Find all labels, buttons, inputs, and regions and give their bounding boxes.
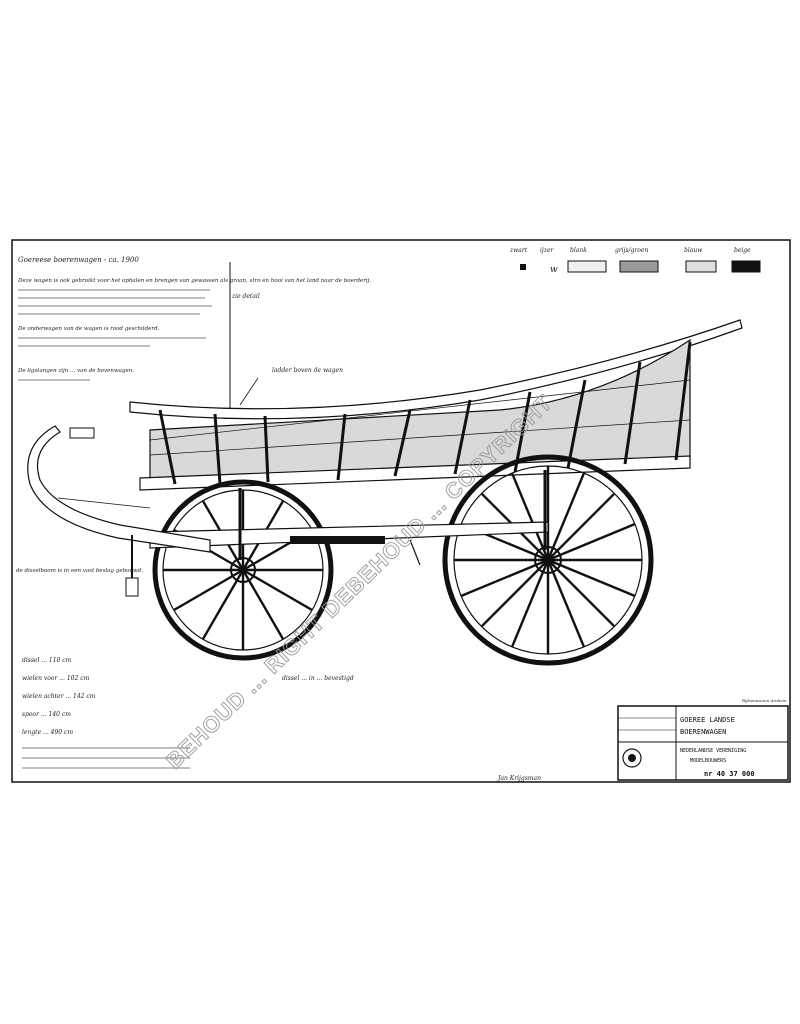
dimension-item: wielen voor ... 102 cm [22,675,90,682]
org-line-2: MODELBOUWERS [690,758,726,764]
legend-swatch-2 [619,260,659,273]
side-panel [149,338,691,481]
front-wheel [152,479,334,661]
legend-label-5: blauw [684,247,703,254]
wagon-body [129,319,743,491]
dimension-item: wielen achter ... 142 cm [22,693,96,700]
dimension-item: lengte ... 490 cm [22,729,73,736]
dimension-item: spoor ... 140 cm [22,711,71,718]
center-note: dissel ... in ... bevestigd [282,675,354,682]
legend-label-2: ijzer [540,247,555,254]
color-legend: w zwart ijzer blank grijs/groen blauw be… [509,247,761,275]
legend-swatch-1 [567,260,607,273]
legend-label-3: blank [570,247,587,254]
notes-block: Goereese boerenwagen - ca. 1900 Deze wag… [17,256,371,381]
notes-paragraph-3: De ligstangen zijn ... van de bovenwagen… [17,368,134,374]
legend-swatch-4 [731,260,761,273]
dimension-list: dissel ... 110 cm wielen voor ... 102 cm… [22,657,190,769]
legend-mark-ijzer: w [550,265,558,275]
title-line-2: BOERENWAGEN [680,728,726,736]
title-line-1: GOEREE LANDSE [680,716,735,724]
rail-annotation: ladder boven de wagen [272,367,343,374]
notes-paragraph-1: Deze wagen is ook gebruikt voor het opha… [17,278,371,284]
org-line-1: NEDERLANDSE VERENIGING [680,748,746,754]
legend-swatch-3 [685,260,717,273]
left-note: de disselboom is in een vast beslag gebo… [16,568,143,574]
legend-label-4: grijs/groen [615,247,648,254]
shaft [27,425,211,597]
drawing-number: nr 40 37 000 [704,770,755,778]
legend-label-1: zwart [509,247,528,254]
small-label: Rijksmuseum Arnhem [741,698,787,703]
legend-label-6: beige [734,247,751,254]
drawing-border [11,239,791,783]
top-rail [129,319,743,420]
title-block: GOEREE LANDSE BOERENWAGEN NEDERLANDSE VE… [617,705,789,781]
notes-paragraph-2: De onderwagen van de wagen is rood gesch… [17,326,159,332]
signature: Jan Krijgsman [496,775,541,782]
rear-wheel [442,454,654,666]
dimension-item: dissel ... 110 cm [22,657,72,664]
top-annotation: zie detail [231,293,260,300]
legend-swatch-black [520,264,526,270]
notes-heading: Goereese boerenwagen - ca. 1900 [18,256,139,264]
